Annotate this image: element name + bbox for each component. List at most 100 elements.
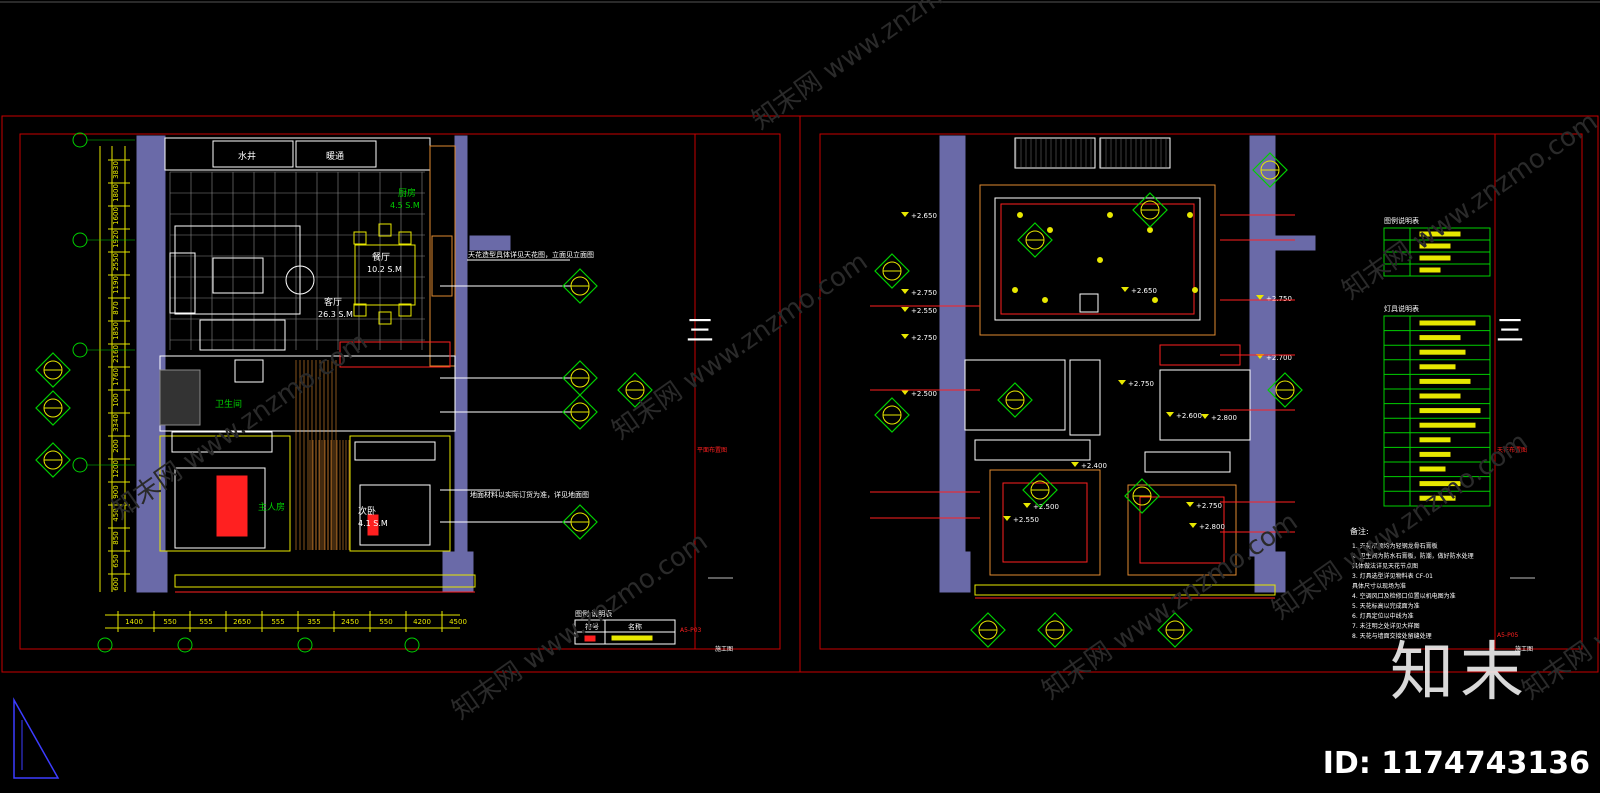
ceiling-level: +2.550 <box>911 307 937 315</box>
dim-left-value: 600 <box>112 577 120 590</box>
dining-chair <box>398 231 412 245</box>
elevation-marker-icon <box>562 504 598 540</box>
elevation-marker-icon <box>35 352 71 388</box>
living-ceiling-vent <box>1079 293 1099 313</box>
downlight <box>1042 297 1048 303</box>
right-second-wardrobe <box>1144 451 1231 473</box>
south-facade <box>174 574 476 588</box>
main-sofa <box>199 319 286 351</box>
dim-bottom-value: 1400 <box>125 618 143 626</box>
dim-bottom-value: 555 <box>271 618 284 626</box>
axis-bubble-left <box>72 457 88 473</box>
dim-left-value: 3340 <box>112 414 120 432</box>
master-bed-cover <box>216 475 248 537</box>
right-wall-stub <box>1274 235 1316 251</box>
dim-bottom-value: 555 <box>199 618 212 626</box>
dim-left-value: 1760 <box>112 368 120 386</box>
left-legend-symbol <box>584 635 596 642</box>
level-triangle <box>1256 295 1264 300</box>
legend2-swatch <box>1419 378 1471 384</box>
living-ceiling-light-strip <box>1000 203 1195 315</box>
kitchen-cabinet <box>431 235 453 297</box>
right-south-facade <box>974 584 1276 596</box>
dining-table <box>354 244 416 306</box>
rug <box>174 225 301 315</box>
legend2-swatch <box>1419 481 1461 487</box>
right-wall-east <box>1249 135 1276 557</box>
legend2-swatch <box>1419 393 1461 399</box>
dim-left-value: 1920 <box>112 230 120 248</box>
ceiling-level: +2.650 <box>911 212 937 220</box>
left-title-stamp: 三 <box>686 314 714 347</box>
dim-left-value: 1850 <box>112 322 120 340</box>
label-second-bedroom-area: 4.1 S.M <box>358 519 388 528</box>
axis-bubble-left <box>72 342 88 358</box>
legend2-swatch <box>1419 349 1466 355</box>
dim-left-value: 2550 <box>112 253 120 271</box>
ceiling-level: +2.750 <box>1128 380 1154 388</box>
right-note-line: 具体尺寸以现场为准 <box>1352 582 1406 590</box>
second-bed-accent <box>367 514 379 536</box>
dining-chair <box>353 231 367 245</box>
label-kitchen-area: 4.5 S.M <box>390 201 420 210</box>
label-living: 客厅 <box>324 296 342 308</box>
note-2: 地面材料以实际订货为准，详见地面图 <box>470 490 589 499</box>
elevation-marker-icon <box>35 390 71 426</box>
bath-basin <box>234 359 264 383</box>
left-sheet-name: 平面布置图 <box>697 446 727 454</box>
axis-bubble-left <box>72 132 88 148</box>
elevation-marker-icon <box>35 442 71 478</box>
right-note-line: 1. 天花吊顶均为轻钢龙骨石膏板 <box>1352 542 1438 550</box>
right-legend2-title: 灯具说明表 <box>1384 304 1419 313</box>
dim-left-value: 900 <box>112 485 120 498</box>
legend2-swatch <box>1419 422 1476 428</box>
left-legend-swatch <box>611 635 653 641</box>
ceiling-level: +2.500 <box>1033 503 1059 511</box>
master-bed <box>174 467 266 549</box>
ceiling-level: +2.800 <box>1211 414 1237 422</box>
legend1-swatch <box>1419 231 1461 237</box>
utility-cabinet <box>339 341 451 368</box>
right-note-line: 3. 灯具选型详见物料表 CF-01 <box>1352 572 1433 580</box>
elevation-marker-icon <box>874 253 910 289</box>
watermark-brand: 知末 <box>1390 636 1530 710</box>
dining-chair <box>353 303 367 317</box>
watermark-site: 知末网 www.znzmo.com <box>607 247 873 446</box>
left-wall-se <box>442 551 474 593</box>
master-ceiling-coffer <box>989 469 1101 576</box>
left-wall-west <box>136 135 166 592</box>
elevation-marker-icon <box>1252 152 1288 188</box>
elevation-marker-icon <box>617 372 653 408</box>
axis-bubble-bottom <box>177 637 193 653</box>
watermark-site: 知末网 www.znzmo.com <box>1037 507 1303 706</box>
watermark-site: 知末网 www.znzmo.com <box>747 0 1013 136</box>
downlight <box>1047 227 1053 233</box>
second-ceiling-coffer <box>1127 484 1237 576</box>
right-title-stamp: 三 <box>1496 314 1524 347</box>
watermark-site: 知末网 www.znzmo.com <box>447 527 713 726</box>
right-note-line: 2. 卫生间为防水石膏板，防潮，做好防水处理 <box>1352 552 1474 560</box>
level-triangle <box>1189 523 1197 528</box>
second-bed <box>359 484 431 546</box>
elevation-marker-icon <box>997 382 1033 418</box>
legend1-swatch <box>1419 243 1451 249</box>
living-ceiling-coffer <box>979 184 1216 336</box>
level-triangle <box>901 289 909 294</box>
right-note-line: 8. 天花与墙面交接处留缝处理 <box>1352 632 1432 640</box>
label-bathroom: 卫生间 <box>215 398 242 410</box>
right-sheet-scale: 施工图 <box>1515 645 1533 653</box>
dining-chair <box>398 303 412 317</box>
elevation-marker-icon <box>562 268 598 304</box>
right-legend1-title: 图例说明表 <box>1384 216 1419 225</box>
dim-bottom-value: 4200 <box>413 618 431 626</box>
level-triangle <box>901 307 909 312</box>
dim-bottom-value: 2450 <box>341 618 359 626</box>
downlight <box>1192 287 1198 293</box>
ucs-triangle-icon <box>13 697 60 779</box>
level-triangle <box>1003 516 1011 521</box>
ceiling-level: +2.750 <box>1196 502 1222 510</box>
level-triangle <box>1121 287 1129 292</box>
dim-left-value: 1600 <box>112 207 120 225</box>
right-corridor-ceiling <box>1069 359 1101 436</box>
left-legend-title: 图例 说明表 <box>575 609 612 618</box>
